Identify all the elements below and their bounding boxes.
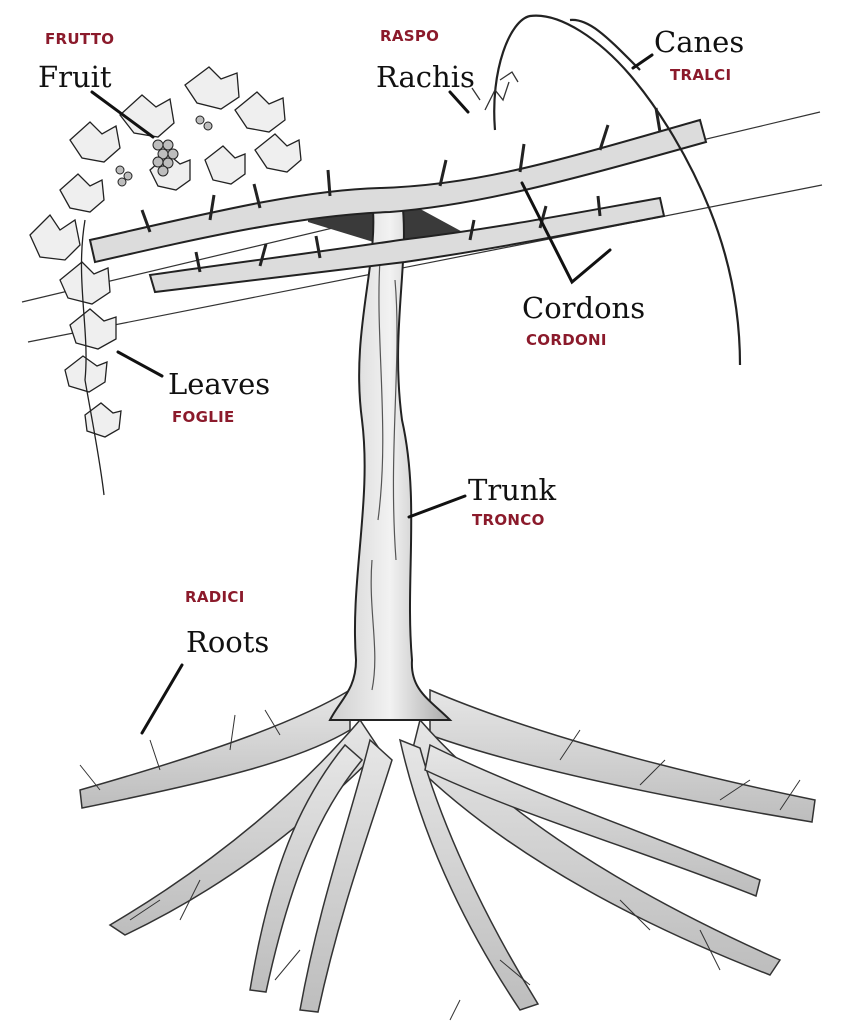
leaves — [29, 66, 302, 438]
label-cordons: Cordons — [522, 291, 646, 325]
leaf-stem — [80, 219, 105, 496]
label-tronco: TRONCO — [472, 511, 545, 529]
canes — [493, 14, 742, 366]
leader-lines — [90, 53, 654, 735]
label-leaves: Leaves — [168, 367, 271, 401]
label-tralci: TRALCI — [670, 66, 732, 84]
fruit — [115, 115, 213, 187]
label-radici: RADICI — [185, 588, 245, 606]
root-hairs — [79, 709, 801, 1021]
label-raspo: RASPO — [380, 27, 440, 45]
label-fruit: Fruit — [38, 60, 112, 94]
spurs — [140, 107, 662, 273]
cordons — [88, 118, 708, 294]
label-cordoni: CORDONI — [526, 331, 607, 349]
label-canes: Canes — [654, 25, 745, 59]
roots — [79, 688, 816, 1013]
label-roots: Roots — [186, 625, 270, 659]
label-foglie: FOGLIE — [172, 408, 235, 426]
rachis — [471, 71, 519, 111]
trunk — [328, 199, 453, 721]
label-trunk: Trunk — [468, 473, 557, 507]
label-rachis: Rachis — [376, 60, 475, 94]
label-frutto: FRUTTO — [45, 30, 115, 48]
